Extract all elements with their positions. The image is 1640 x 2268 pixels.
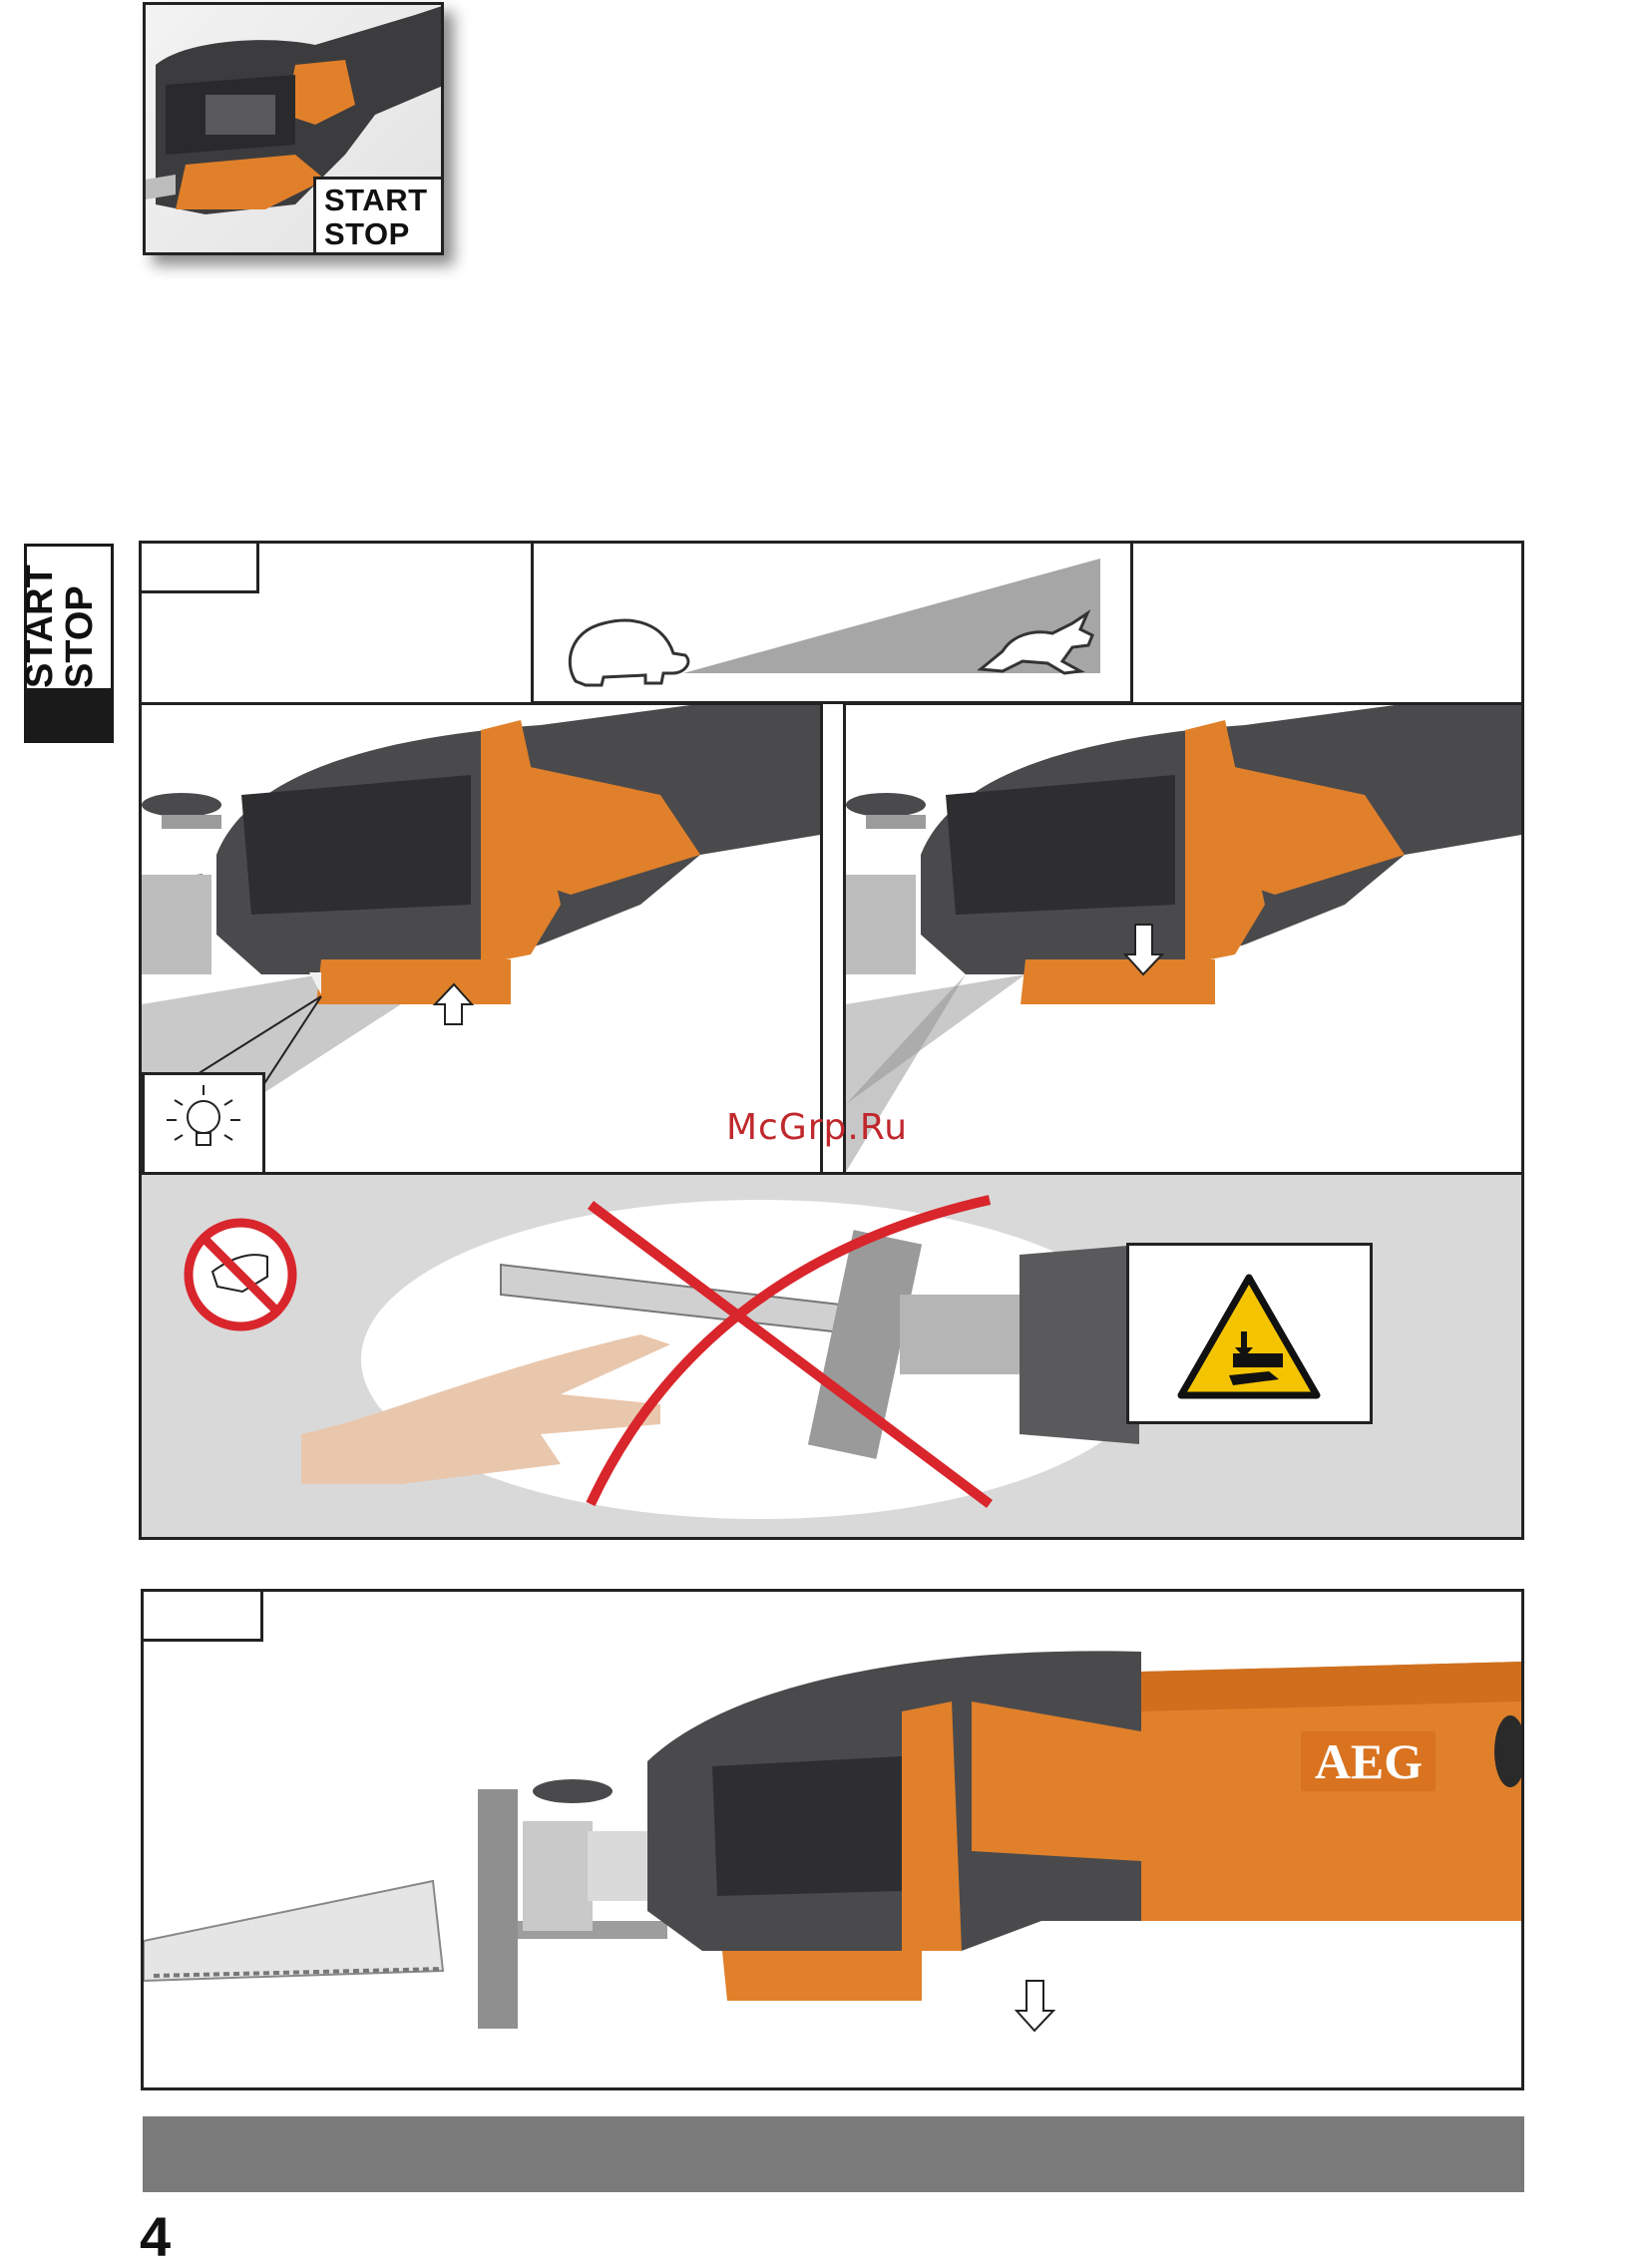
start-stop-label: START STOP bbox=[313, 177, 441, 252]
start-text: START bbox=[324, 184, 441, 217]
no-hands-icon bbox=[183, 1217, 298, 1332]
hand-crush-warning-icon bbox=[1129, 1246, 1370, 1421]
start-stop-thumbnail: START STOP bbox=[143, 2, 444, 255]
brand-logo: AEG bbox=[1315, 1733, 1423, 1789]
watermark: McGrp.Ru bbox=[726, 1107, 908, 1148]
section-tab-line2: STOP bbox=[60, 565, 100, 688]
light-bulb-icon bbox=[145, 1075, 262, 1172]
lamp-icon-box bbox=[142, 1072, 265, 1175]
turtle-icon bbox=[570, 620, 688, 685]
light-off-panel bbox=[843, 702, 1524, 1175]
section-tab-text: START STOP bbox=[20, 565, 100, 688]
hazard-symbol-box bbox=[1126, 1243, 1373, 1424]
tool-without-light-illustration bbox=[846, 705, 1521, 1172]
speed-indicator-box bbox=[531, 541, 1133, 704]
figure-1-number-box bbox=[142, 544, 259, 593]
footer-bar bbox=[143, 2116, 1524, 2192]
tool-release-illustration: AEG bbox=[144, 1592, 1521, 2087]
section-tab-line1: START bbox=[20, 565, 60, 688]
page-number: 4 bbox=[140, 2212, 171, 2262]
stop-text: STOP bbox=[324, 217, 441, 251]
